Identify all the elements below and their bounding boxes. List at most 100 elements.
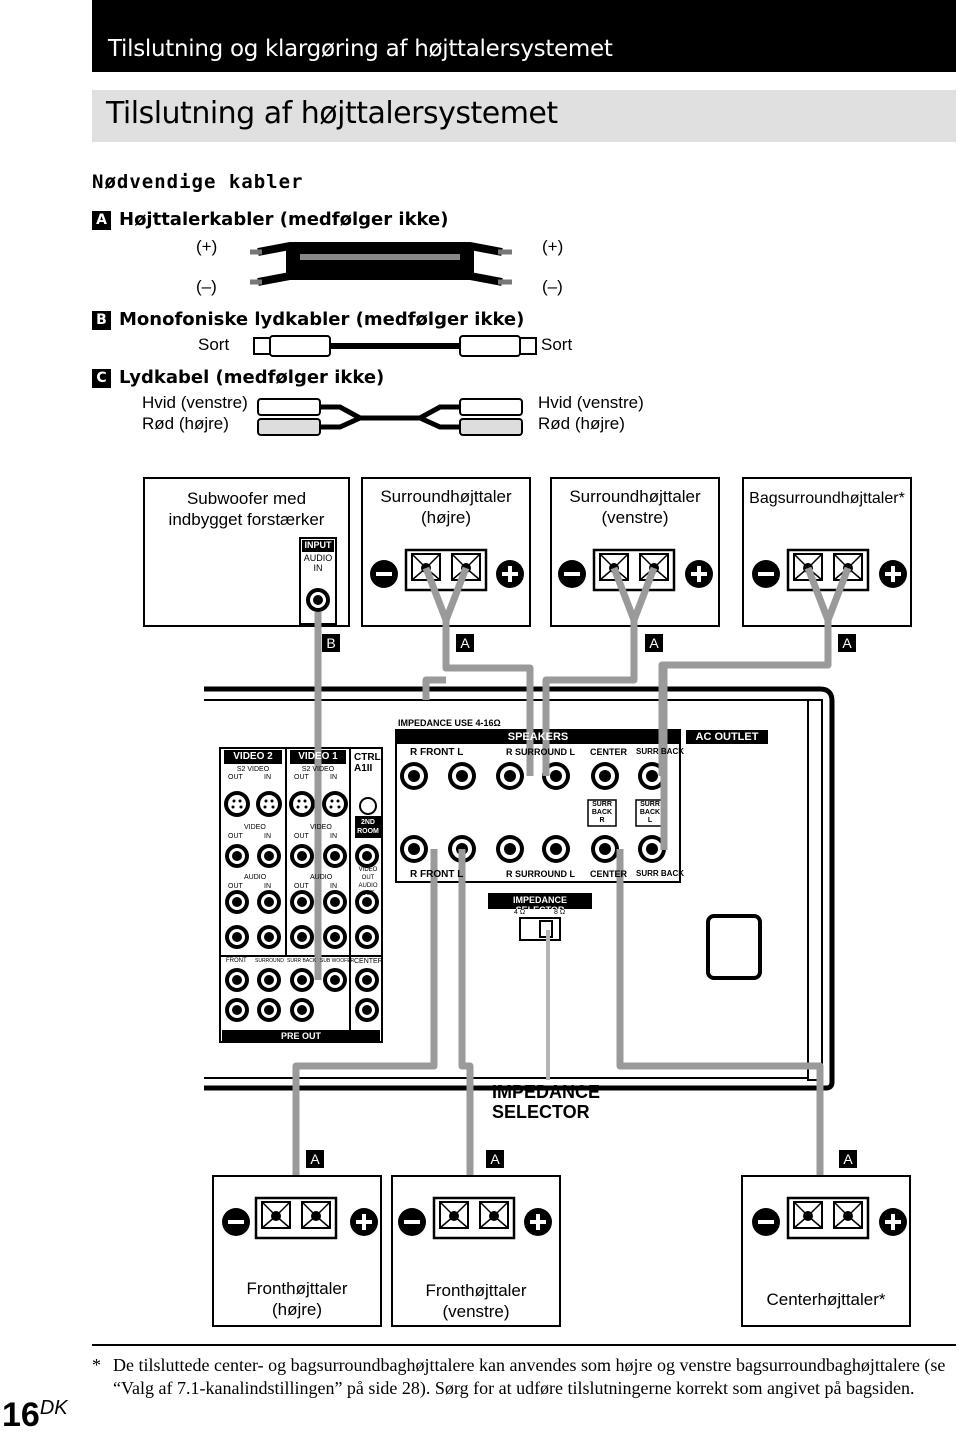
second-room-line2: ROOM xyxy=(357,828,379,835)
video-out-line1: VIDEO OUT xyxy=(358,867,378,881)
speakers-label: SPEAKERS xyxy=(507,731,569,743)
l-label: L xyxy=(647,817,653,824)
front-left-line2: (venstre) xyxy=(442,1302,510,1321)
surround-back-terminals xyxy=(786,548,870,592)
cable-a-plus-left: (+) xyxy=(196,237,218,256)
chapter-header-bar xyxy=(92,0,956,72)
impedance-selector-panel-label: IMPEDANCE SELECTOR xyxy=(512,895,567,915)
impedance-callout-line1: IMPEDANCE xyxy=(492,1082,601,1102)
surround-left-label: Surroundhøjttaler (venstre) xyxy=(551,486,719,528)
plus-icon xyxy=(496,560,524,588)
ac-outlet-label: AC OUTLET xyxy=(695,731,759,743)
surr-label: SURR xyxy=(640,801,660,808)
surround-back-label: Bagsurroundhøjttaler* xyxy=(749,490,905,507)
footnote-marker: * xyxy=(92,1355,101,1375)
center-label-bottom: CENTER xyxy=(590,869,628,879)
chapter-title: Tilslutning og klargøring af højttalersy… xyxy=(108,36,613,62)
plus-icon xyxy=(524,1208,552,1236)
tag-a-letter: A xyxy=(310,1151,320,1167)
mono-cable-illustration xyxy=(253,335,537,357)
ctrl-line1: CTRL xyxy=(354,752,381,763)
r-label: R xyxy=(599,817,605,824)
surround-left-line2: (venstre) xyxy=(601,508,669,527)
tag-a xyxy=(645,634,663,652)
cable-b-text: Monofoniske lydkabler (medfølger ikke) xyxy=(119,309,525,330)
tag-a xyxy=(486,1150,504,1168)
tag-a-letter: A xyxy=(843,1151,853,1167)
plus-icon xyxy=(685,560,713,588)
page-number-value: 16 xyxy=(2,1396,40,1434)
imp-4-label: 4 Ω xyxy=(514,909,526,916)
center-label-top: CENTER xyxy=(590,747,628,757)
tag-b-letter: B xyxy=(326,635,336,651)
out-label: OUT xyxy=(294,833,309,840)
subwoofer-label-line2: indbygget forstærker xyxy=(168,510,325,529)
audio-label: AUDIO xyxy=(303,553,333,563)
impedance-selector-callout: IMPEDANCE SELECTOR xyxy=(492,1082,600,1122)
required-cables-heading: Nødvendige kabler xyxy=(92,171,304,193)
minus-icon xyxy=(752,560,780,588)
front-right-label: Fronthøjttaler (højre) xyxy=(213,1278,381,1320)
front-label-top: R FRONT L xyxy=(410,747,464,758)
subwoofer-label-line1: Subwoofer med xyxy=(186,489,307,508)
audio-label: AUDIO xyxy=(310,874,333,881)
minus-icon xyxy=(398,1208,426,1236)
in-label: IN xyxy=(330,833,337,840)
plus-icon xyxy=(879,560,907,588)
pre-out-front-label: FRONT xyxy=(226,958,247,964)
surround-left-line1: Surroundhøjttaler xyxy=(569,487,701,506)
video2-label: VIDEO 2 xyxy=(233,751,273,762)
pre-out-surr-back-label: SURR BACK xyxy=(287,958,317,964)
tag-a xyxy=(839,1150,857,1168)
plus-icon xyxy=(350,1208,378,1236)
ctrl-line2: A1II xyxy=(354,763,373,774)
surround-label-bottom: R SURROUND L xyxy=(506,869,575,879)
second-room-line1: 2ND xyxy=(360,819,375,826)
video1-label: VIDEO 1 xyxy=(298,751,338,762)
cable-a-letter: A xyxy=(92,211,111,230)
out-label: OUT xyxy=(228,833,243,840)
tag-b xyxy=(322,634,340,652)
section-title-bar xyxy=(92,90,956,142)
surr-back-label-top: SURR BACK xyxy=(636,747,684,756)
impedance-callout-line2: SELECTOR xyxy=(492,1102,590,1122)
center-label: Centerhøjttaler* xyxy=(766,1290,886,1309)
back-label: BACK xyxy=(639,809,661,816)
in-label: IN xyxy=(330,883,337,890)
tag-a xyxy=(838,634,856,652)
tag-a xyxy=(306,1150,324,1168)
tag-a-letter: A xyxy=(460,635,470,651)
speaker-terminal-array xyxy=(400,762,666,863)
cable-c-red-left: Rød (højre) xyxy=(142,414,229,433)
surr-back-label-bottom: SURR BACK xyxy=(636,869,684,878)
surround-right-terminals xyxy=(404,548,488,592)
out-label: OUT xyxy=(228,883,243,890)
minus-icon xyxy=(558,560,586,588)
cable-b-color-left: Sort xyxy=(198,335,230,354)
speaker-cable-illustration xyxy=(250,242,512,286)
plus-icon xyxy=(879,1208,907,1236)
s2-video-label: S2 VIDEO xyxy=(301,766,335,773)
subwoofer-audio-in-label: AUDIO IN xyxy=(300,553,336,573)
front-right-line1: Fronthøjttaler xyxy=(246,1279,348,1298)
subwoofer-label: Subwoofer med indbygget forstærker xyxy=(146,488,347,530)
tag-a-letter: A xyxy=(490,1151,500,1167)
pre-out-subwoofer-label: SUB WOOFER xyxy=(320,958,355,964)
out-label: OUT xyxy=(294,883,309,890)
out-label: OUT xyxy=(294,774,309,781)
subwoofer-input-label: INPUT xyxy=(304,540,332,550)
surround-right-line2: (højre) xyxy=(420,508,472,527)
cable-b-color-right: Sort xyxy=(541,335,573,354)
video-label: VIDEO xyxy=(310,824,332,831)
surround-right-line1: Surroundhøjttaler xyxy=(380,487,512,506)
cable-c-red-right: Rød (højre) xyxy=(538,414,625,433)
in-label: IN xyxy=(330,774,337,781)
surround-label-top: R SURROUND L xyxy=(506,747,575,757)
front-left-terminals xyxy=(432,1196,516,1240)
footnote: * De tilsluttede center- og bagsurroundb… xyxy=(92,1354,960,1400)
